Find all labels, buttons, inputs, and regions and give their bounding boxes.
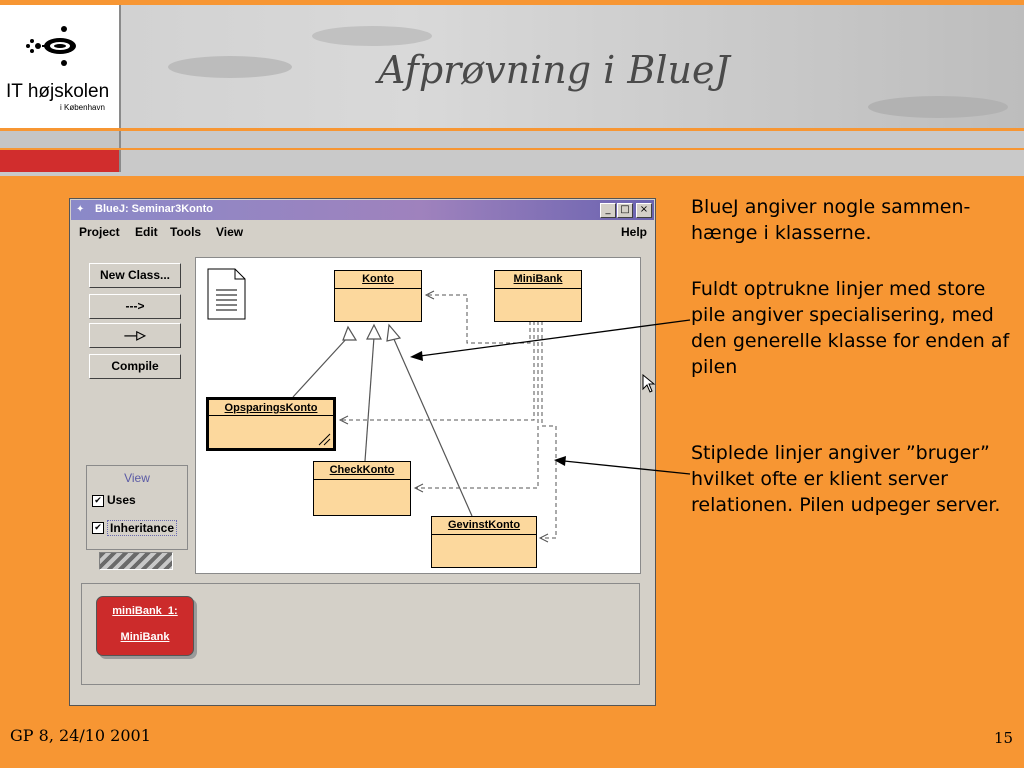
class-konto[interactable]: Konto xyxy=(334,270,422,322)
logo: IT højskolen i København xyxy=(0,5,121,129)
footer-date: GP 8, 24/10 2001 xyxy=(10,726,151,745)
view-label: View xyxy=(124,471,150,485)
class-divider xyxy=(314,479,410,480)
object-class-name: MiniBank xyxy=(120,631,170,643)
header-top-stripe xyxy=(0,0,1024,5)
bluej-app-icon: ✦ xyxy=(76,204,85,215)
window-titlebar[interactable]: ✦ BlueJ: Seminar3Konto _ □ × xyxy=(71,200,654,220)
logo-subtitle: i København xyxy=(60,103,105,112)
class-minibank[interactable]: MiniBank xyxy=(494,270,582,322)
class-divider xyxy=(432,534,536,535)
paragraph-inheritance: Fuldt optrukne linjer med store pile ang… xyxy=(691,278,1010,378)
object-instance-name: miniBank_1: xyxy=(112,605,178,617)
header-gray-block xyxy=(0,131,121,148)
class-name: Konto xyxy=(362,273,394,285)
class-divider xyxy=(209,415,333,416)
class-opsparingskonto[interactable]: OpsparingsKonto xyxy=(206,397,336,451)
object-minibank-1[interactable]: miniBank_1: MiniBank xyxy=(96,596,194,656)
uses-arrow-button[interactable]: ---> xyxy=(89,294,181,319)
class-name: CheckKonto xyxy=(329,464,395,476)
class-divider xyxy=(335,288,421,289)
menu-edit[interactable]: Edit xyxy=(135,225,158,239)
inheritance-arrow-button[interactable]: —▷ xyxy=(89,323,181,348)
inheritance-checkbox[interactable]: ✔ xyxy=(92,522,104,534)
close-button[interactable]: × xyxy=(636,203,652,218)
view-panel: View ✔ Uses ✔ Inheritance xyxy=(86,465,188,550)
minimize-button[interactable]: _ xyxy=(600,203,616,218)
header-divider xyxy=(0,148,1024,150)
logo-bug-icon xyxy=(26,26,76,66)
uses-checkbox[interactable]: ✔ xyxy=(92,495,104,507)
inheritance-label: Inheritance xyxy=(107,520,178,536)
object-bench: miniBank_1: MiniBank xyxy=(81,583,640,685)
class-gevinstkonto[interactable]: GevinstKonto xyxy=(431,516,537,568)
text-document-icon xyxy=(207,268,246,320)
class-diagram-canvas[interactable]: Konto MiniBank OpsparingsKonto CheckKont… xyxy=(195,257,641,574)
decorative-oval xyxy=(168,56,292,78)
resize-handle-icon xyxy=(318,433,331,446)
decorative-oval xyxy=(312,26,432,46)
header-red-block xyxy=(0,150,121,172)
class-relations xyxy=(292,290,557,543)
class-checkkonto[interactable]: CheckKonto xyxy=(313,461,411,516)
slide-header: IT højskolen i København Afprøvning i Bl… xyxy=(0,0,1024,176)
menu-tools[interactable]: Tools xyxy=(170,225,202,239)
machine-activity-indicator xyxy=(99,552,173,570)
page-number: 15 xyxy=(994,729,1014,747)
paragraph-uses: Stiplede linjer angiver ”bruger” hvilket… xyxy=(691,442,1001,516)
menu-bar: Project Edit Tools View Help xyxy=(71,221,654,243)
mouse-cursor-icon xyxy=(642,374,656,393)
compile-button[interactable]: Compile xyxy=(89,354,181,379)
class-divider xyxy=(495,288,581,289)
menu-help[interactable]: Help xyxy=(621,225,648,239)
bluej-window: ✦ BlueJ: Seminar3Konto _ □ × Project Edi… xyxy=(69,198,656,706)
class-name: OpsparingsKonto xyxy=(224,402,318,414)
decorative-oval xyxy=(868,96,1008,118)
uses-label: Uses xyxy=(107,493,136,507)
maximize-button[interactable]: □ xyxy=(617,203,633,218)
menu-view[interactable]: View xyxy=(216,225,244,239)
menu-project[interactable]: Project xyxy=(79,225,120,239)
window-title: BlueJ: Seminar3Konto xyxy=(95,203,213,215)
slide-title: Afprøvning i BlueJ xyxy=(378,48,730,92)
class-name: MiniBank xyxy=(513,273,563,285)
paragraph-relations: BlueJ angiver nogle sammen-hænge i klass… xyxy=(691,196,971,244)
header-divider xyxy=(0,128,1024,131)
logo-name: IT højskolen xyxy=(6,81,110,102)
new-class-button[interactable]: New Class... xyxy=(89,263,181,288)
class-name: GevinstKonto xyxy=(447,519,521,531)
